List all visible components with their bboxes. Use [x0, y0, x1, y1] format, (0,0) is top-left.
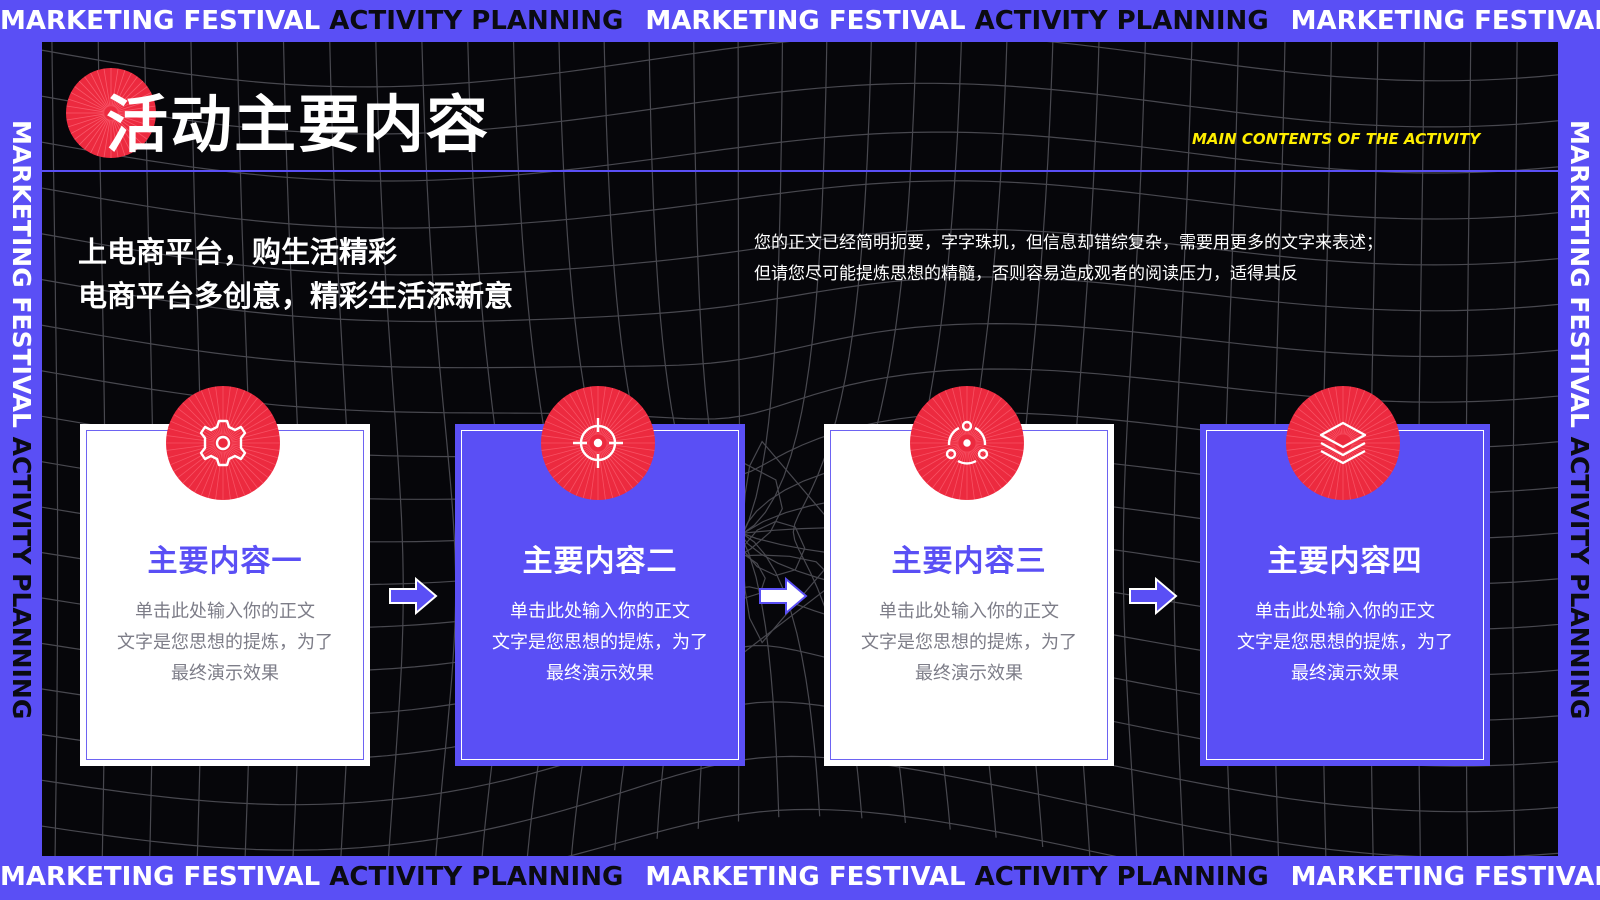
banner-text: MARKETING FESTIVAL [1565, 120, 1594, 428]
card-body-line: 单击此处输入你的正文 [510, 601, 690, 622]
header-divider [42, 170, 1558, 172]
content-card-3: 主要内容三 单击此处输入你的正文 文字是您思想的提炼，为了 最终演示效果 [824, 386, 1114, 766]
top-banner: MARKETING FESTIVAL ACTIVITY PLANNING MARK… [0, 0, 1600, 42]
card-badge [166, 386, 280, 500]
card-body: 单击此处输入你的正文 文字是您思想的提炼，为了 最终演示效果 [824, 596, 1114, 689]
arrow-right-icon [389, 576, 438, 616]
banner-text: MARKETING FESTIVAL [1290, 862, 1600, 892]
card-body: 单击此处输入你的正文 文字是您思想的提炼，为了 最终演示效果 [1200, 596, 1490, 689]
page-subtitle-english: MAIN CONTENTS OF THE ACTIVITY [1192, 130, 1481, 148]
slogan-line-1: 上电商平台，购生活精彩 [78, 235, 398, 269]
card-body-line: 文字是您思想的提炼，为了 [861, 632, 1077, 653]
banner-text: MARKETING FESTIVAL [645, 6, 966, 36]
right-banner: MARKETING FESTIVAL ACTIVITY PLANNING [1558, 42, 1600, 856]
banner-text-accent: ACTIVITY PLANNING [7, 436, 36, 720]
card-body-line: 最终演示效果 [1291, 663, 1399, 684]
card-title: 主要内容四 [1267, 544, 1423, 579]
content-card-2: 主要内容二 单击此处输入你的正文 文字是您思想的提炼，为了 最终演示效果 [455, 386, 745, 766]
banner-text-accent: ACTIVITY PLANNING [974, 862, 1269, 892]
target-icon [541, 386, 655, 500]
card-body-line: 单击此处输入你的正文 [1255, 601, 1435, 622]
card-badge [541, 386, 655, 500]
card-body-line: 文字是您思想的提炼，为了 [492, 632, 708, 653]
card-body-line: 文字是您思想的提炼，为了 [117, 632, 333, 653]
cycle-icon [910, 386, 1024, 500]
banner-text: MARKETING FESTIVAL [645, 862, 966, 892]
slogan: 上电商平台，购生活精彩 电商平台多创意，精彩生活添新意 [78, 230, 513, 318]
banner-text-accent: ACTIVITY PLANNING [329, 862, 624, 892]
banner-text-accent: ACTIVITY PLANNING [1565, 436, 1594, 720]
card-body-line: 单击此处输入你的正文 [879, 601, 1059, 622]
title-burst-circle [66, 68, 156, 158]
page-title: 活动主要内容 [106, 88, 491, 161]
card-body-line: 最终演示效果 [171, 663, 279, 684]
content-card-4: 主要内容四 单击此处输入你的正文 文字是您思想的提炼，为了 最终演示效果 [1200, 386, 1490, 766]
arrow-right-icon [1129, 576, 1178, 616]
content-card-1: 主要内容一 单击此处输入你的正文 文字是您思想的提炼，为了 最终演示效果 [80, 386, 370, 766]
banner-text: MARKETING FESTIVAL [0, 6, 321, 36]
card-badge [910, 386, 1024, 500]
card-title: 主要内容二 [522, 544, 678, 579]
card-body-line: 文字是您思想的提炼，为了 [1237, 632, 1453, 653]
slogan-line-2: 电商平台多创意，精彩生活添新意 [78, 279, 514, 313]
slide-canvas: 活动主要内容 MAIN CONTENTS OF THE ACTIVITY 上电商… [42, 42, 1558, 856]
card-body-line: 最终演示效果 [915, 663, 1023, 684]
card-body: 单击此处输入你的正文 文字是您思想的提炼，为了 最终演示效果 [80, 596, 370, 689]
intro-text: 您的正文已经简明扼要，字字珠玑，但信息却错综复杂，需要用更多的文字来表述； 但请… [754, 228, 1514, 290]
left-banner: MARKETING FESTIVAL ACTIVITY PLANNING [0, 42, 42, 856]
banner-text: MARKETING FESTIVAL [0, 862, 321, 892]
card-title: 主要内容三 [891, 544, 1047, 579]
banner-text-accent: ACTIVITY PLANNING [329, 6, 624, 36]
layers-icon [1286, 386, 1400, 500]
card-badge [1286, 386, 1400, 500]
card-body-line: 最终演示效果 [546, 663, 654, 684]
card-body-line: 单击此处输入你的正文 [135, 601, 315, 622]
intro-line-1: 您的正文已经简明扼要，字字珠玑，但信息却错综复杂，需要用更多的文字来表述； [754, 233, 1383, 253]
gear-icon [166, 386, 280, 500]
arrow-right-icon [759, 576, 808, 616]
banner-text-accent: ACTIVITY PLANNING [974, 6, 1269, 36]
burst-icon [66, 68, 156, 158]
banner-text: MARKETING FESTIVAL [7, 120, 36, 428]
card-title: 主要内容一 [147, 544, 303, 579]
card-body: 单击此处输入你的正文 文字是您思想的提炼，为了 最终演示效果 [455, 596, 745, 689]
bottom-banner: MARKETING FESTIVAL ACTIVITY PLANNING MARK… [0, 856, 1600, 898]
intro-line-2: 但请您尽可能提炼思想的精髓，否则容易造成观者的阅读压力，适得其反 [754, 264, 1298, 284]
banner-text: MARKETING FESTIVAL [1290, 6, 1600, 36]
